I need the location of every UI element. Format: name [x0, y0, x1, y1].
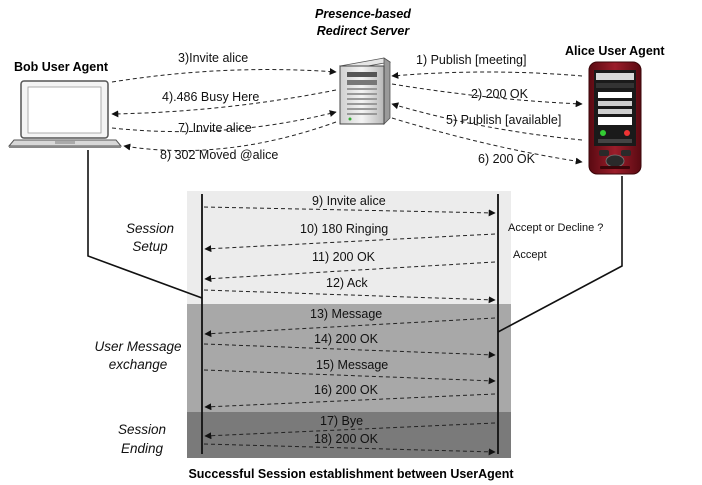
session-arrows	[203, 206, 496, 456]
label-s15: 15) Message	[316, 358, 388, 372]
label-s12: 12) Ack	[326, 276, 368, 290]
arrow-7-invite-alice	[111, 110, 337, 133]
label-msg-5: 5) Publish [available]	[446, 113, 561, 127]
alice-connector-line	[497, 176, 623, 333]
diagram-caption: Successful Session establishment between…	[188, 467, 514, 481]
arrow-s10	[204, 233, 496, 253]
server-title-line2: Redirect Server	[317, 24, 411, 38]
phase-ending-band	[187, 412, 511, 458]
label-s16: 16) 200 OK	[314, 383, 379, 397]
label-s10: 10) 180 Ringing	[300, 222, 388, 236]
arrow-6-200-ok	[391, 117, 583, 165]
phase-setup-label-1: Session	[126, 221, 174, 236]
laptop-icon	[7, 80, 123, 148]
label-s9: 9) Invite alice	[312, 194, 386, 208]
phase-exchange-band	[187, 304, 511, 412]
note-accept: Accept	[513, 249, 547, 261]
phase-ending-label-1: Session	[118, 422, 166, 437]
label-msg-3: 3)Invite alice	[178, 51, 248, 65]
alice-agent-title: Alice User Agent	[565, 44, 665, 58]
phase-exchange-label-1: User Message	[94, 339, 181, 354]
arrow-3-invite-alice	[111, 68, 337, 83]
arrow-2-200-ok	[391, 83, 583, 108]
label-msg-6: 6) 200 OK	[478, 152, 536, 166]
label-msg-7: 7) Invite alice	[178, 121, 252, 135]
phone-icon	[588, 61, 642, 175]
arrow-8-302-moved	[123, 121, 337, 152]
arrow-1-publish-meeting	[391, 71, 583, 79]
server-icon	[338, 57, 392, 125]
arrow-5-publish-available	[391, 102, 583, 141]
label-msg-2: 2) 200 OK	[471, 87, 529, 101]
label-s17: 17) Bye	[320, 414, 363, 428]
note-accept-or-decline: Accept or Decline ?	[508, 222, 603, 234]
label-s13: 13) Message	[310, 307, 382, 321]
bob-agent-title: Bob User Agent	[14, 60, 109, 74]
label-msg-4: 4).486 Busy Here	[162, 90, 259, 104]
bob-connector-line	[87, 150, 203, 299]
phase-exchange-label-2: exchange	[109, 357, 168, 372]
arrow-s16	[204, 393, 496, 411]
label-s11: 11) 200 OK	[312, 250, 376, 264]
label-msg-8: 8) 302 Moved @alice	[160, 148, 278, 162]
label-msg-1: 1) Publish [meeting]	[416, 53, 526, 67]
phase-setup-label-2: Setup	[132, 239, 168, 254]
phase-ending-label-2: Ending	[121, 441, 164, 456]
label-s14: 14) 200 OK	[314, 332, 379, 346]
label-s18: 18) 200 OK	[314, 432, 379, 446]
server-title-line1: Presence-based	[315, 7, 411, 21]
arrow-4-486-busy	[111, 89, 337, 118]
arrow-s17	[204, 422, 496, 440]
top-arrows	[111, 68, 583, 165]
